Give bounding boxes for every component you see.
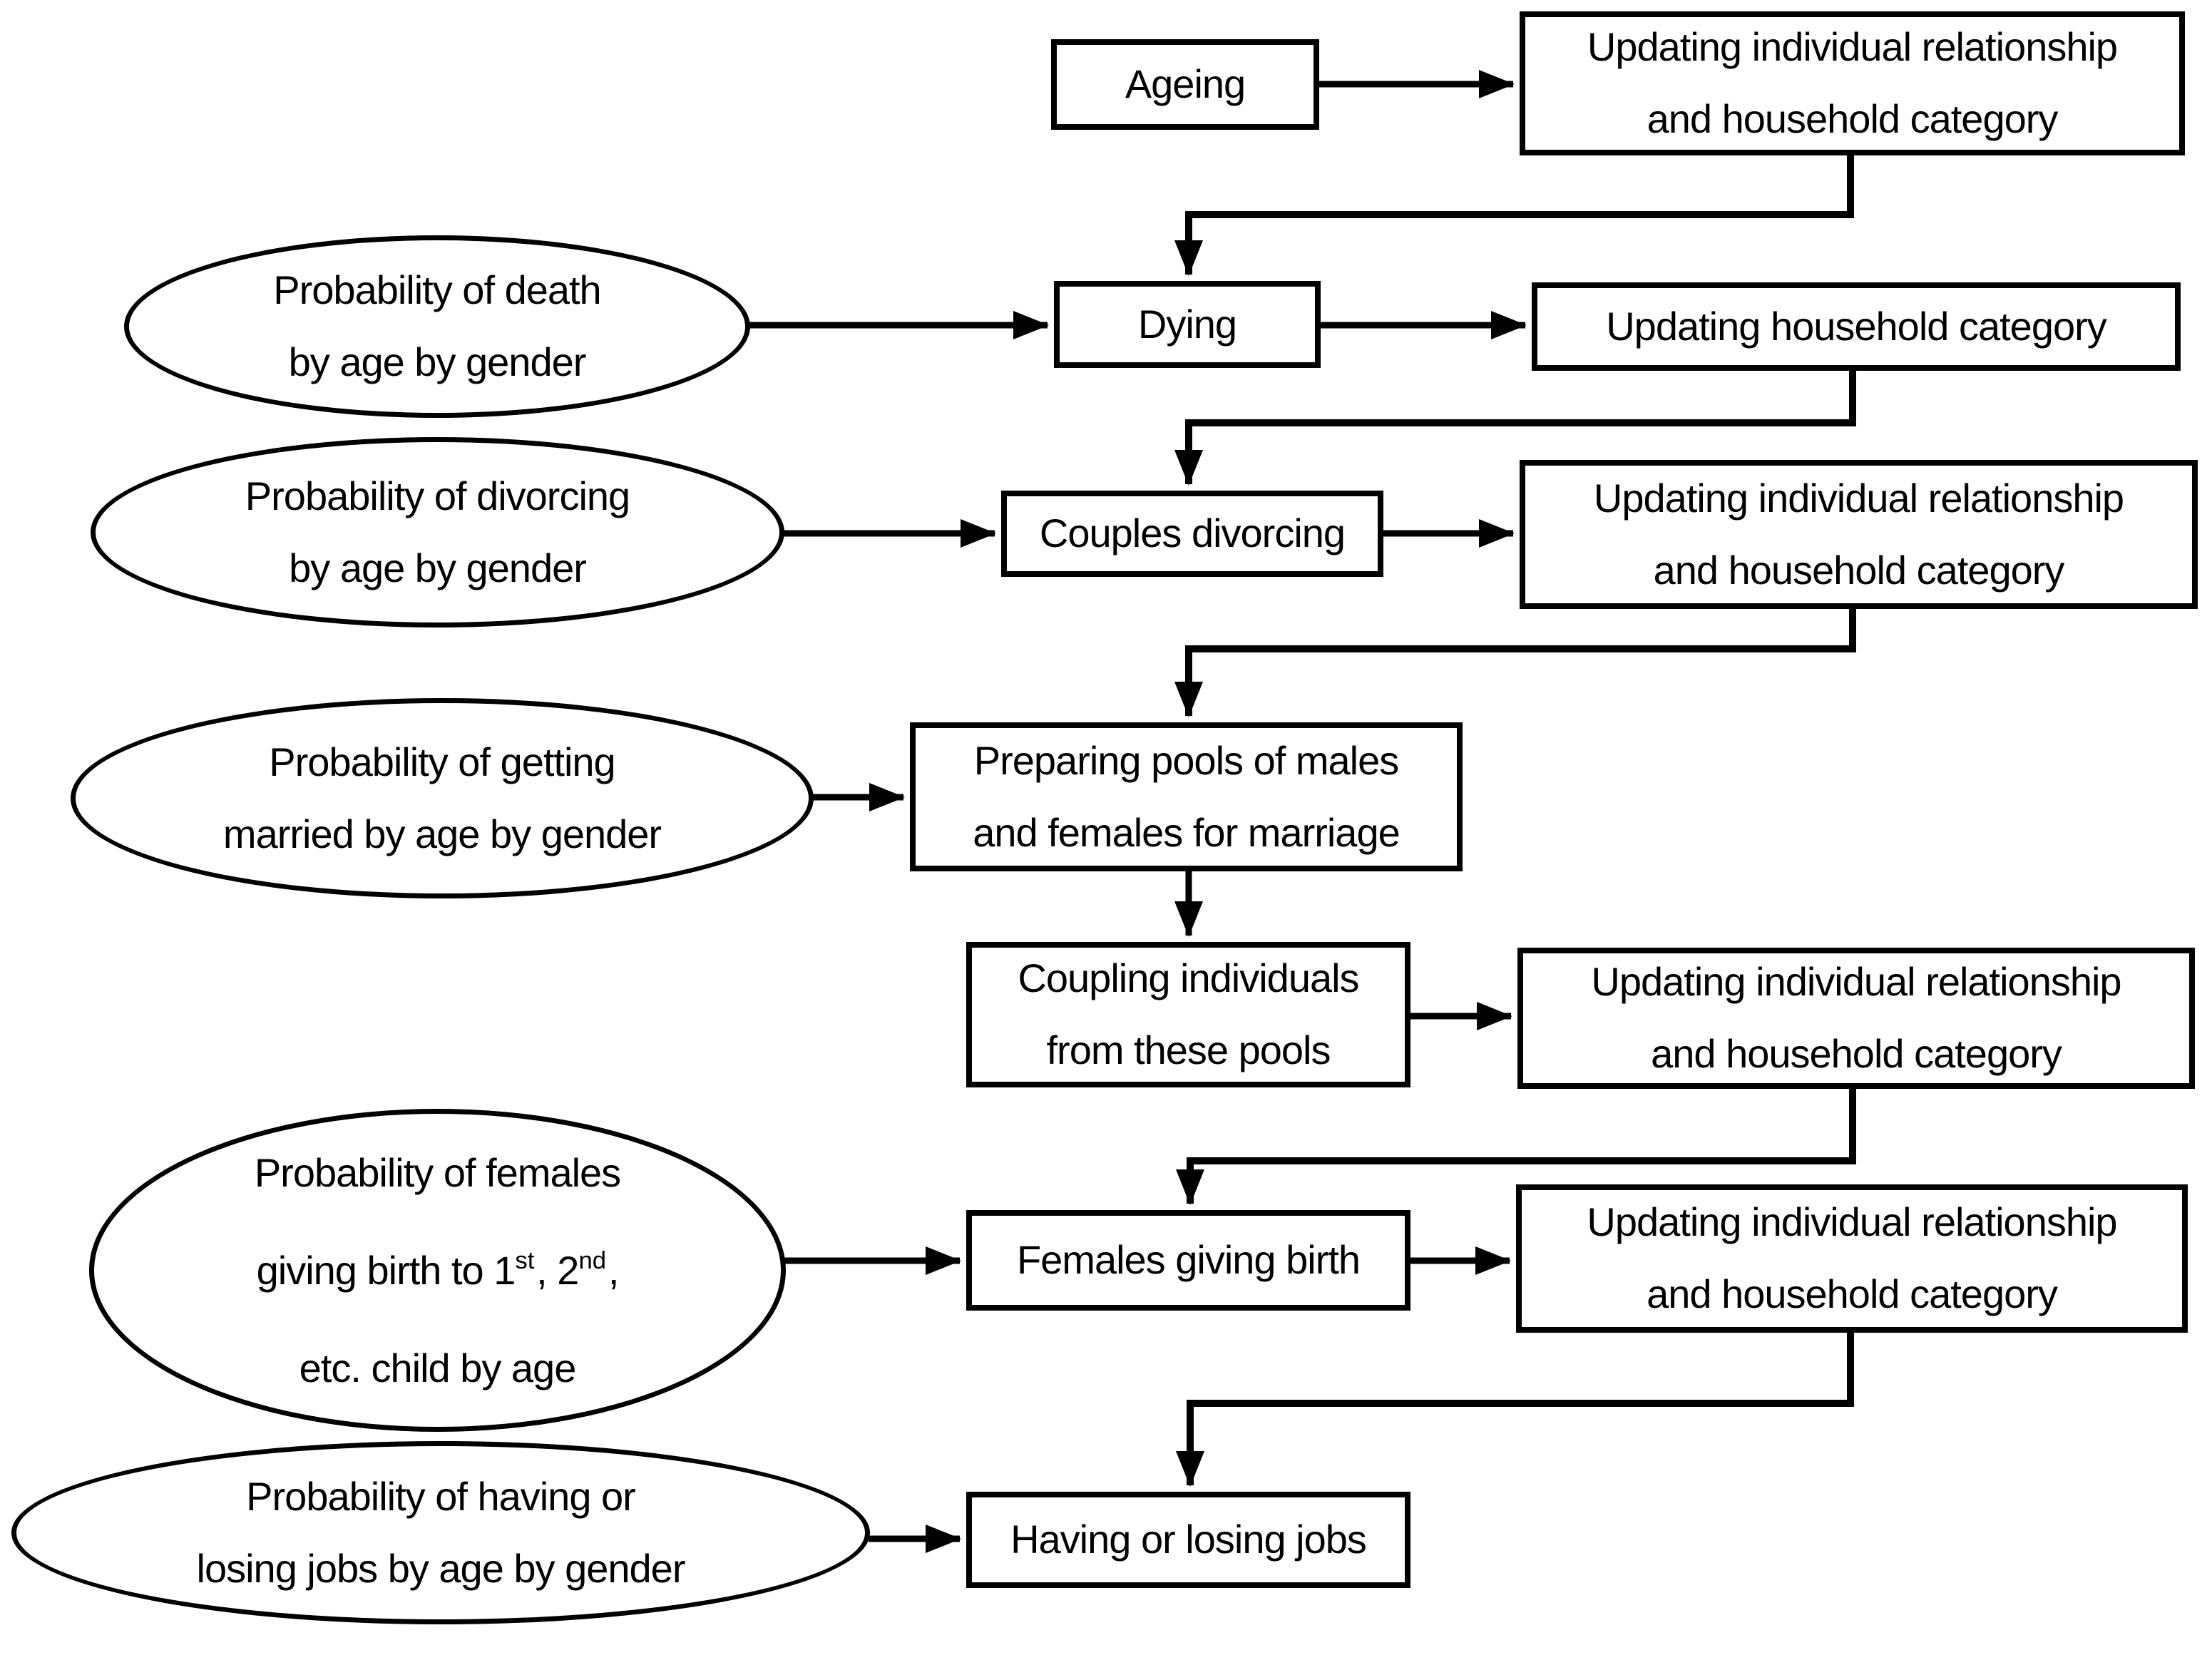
process-dying-label: Dying bbox=[1137, 301, 1237, 347]
prob-marriage-line2: married by age by gender bbox=[222, 811, 662, 856]
prob-marriage-line1: Probability of getting bbox=[269, 739, 615, 784]
process-dying-box: Dying bbox=[1054, 281, 1321, 368]
update-box-line2: and household category bbox=[1653, 547, 2065, 593]
update-individual-relationship-box-2: Updating individual relationship and hou… bbox=[1520, 460, 2198, 609]
input-ellipse-prob-jobs: Probability of having or losing jobs by … bbox=[11, 1441, 870, 1624]
prob-death-line2: by age by gender bbox=[288, 339, 587, 384]
process-couples-divorcing-box: Couples divorcing bbox=[1001, 491, 1383, 577]
elbow-updating-to-dying bbox=[1174, 155, 1854, 276]
process-preparing-pools-box: Preparing pools of males and females for… bbox=[910, 722, 1463, 871]
update-household-label: Updating household category bbox=[1606, 303, 2107, 349]
prob-birth-sup-st: st bbox=[515, 1247, 535, 1275]
preparing-pools-line1: Preparing pools of males bbox=[973, 737, 1399, 783]
prob-death-line1: Probability of death bbox=[273, 267, 601, 313]
update-individual-relationship-box-1: Updating individual relationship and hou… bbox=[1520, 11, 2185, 155]
elbow-updating-to-having-losing-jobs bbox=[1176, 1333, 1854, 1487]
input-ellipse-prob-divorce: Probability of divorcing by age by gende… bbox=[91, 437, 784, 627]
prob-divorce-line2: by age by gender bbox=[289, 545, 587, 590]
couples-divorcing-label: Couples divorcing bbox=[1039, 511, 1346, 556]
input-ellipse-prob-birth: Probability of females giving birth to 1… bbox=[89, 1109, 786, 1432]
coupling-line2: from these pools bbox=[1046, 1028, 1331, 1072]
update-box-line2: and household category bbox=[1647, 96, 2059, 141]
prob-birth-line2-text: , 2 bbox=[536, 1247, 579, 1293]
update-box-line1: Updating individual relationship bbox=[1587, 1199, 2117, 1245]
prob-birth-line2-text: , bbox=[608, 1247, 620, 1293]
prob-birth-line1: Probability of females bbox=[254, 1149, 621, 1195]
input-ellipse-prob-death: Probability of death by age by gender bbox=[124, 235, 750, 418]
prob-jobs-line2: losing jobs by age by gender bbox=[196, 1545, 686, 1591]
elbow-updating-to-preparing-pools bbox=[1174, 609, 1856, 717]
update-box-line2: and household category bbox=[1647, 1271, 2058, 1316]
prob-birth-line2-text: giving birth to 1 bbox=[256, 1247, 516, 1293]
update-box-line1: Updating individual relationship bbox=[1587, 24, 2118, 70]
update-box-line1: Updating individual relationship bbox=[1593, 475, 2124, 521]
update-individual-relationship-box-4: Updating individual relationship and hou… bbox=[1516, 1184, 2188, 1333]
update-household-category-box: Updating household category bbox=[1532, 282, 2181, 371]
prob-divorce-line1: Probability of divorcing bbox=[245, 473, 630, 518]
prob-birth-sup-nd: nd bbox=[578, 1247, 607, 1275]
update-box-line1: Updating individual relationship bbox=[1591, 959, 2121, 1005]
update-box-line2: and household category bbox=[1651, 1031, 2062, 1076]
process-ageing-label: Ageing bbox=[1125, 61, 1246, 107]
input-ellipse-prob-marriage: Probability of getting married by age by… bbox=[71, 698, 814, 898]
update-individual-relationship-box-3: Updating individual relationship and hou… bbox=[1517, 948, 2195, 1089]
prob-birth-line2: giving birth to 1st, 2nd, bbox=[256, 1221, 620, 1319]
having-losing-jobs-label: Having or losing jobs bbox=[1010, 1517, 1367, 1562]
preparing-pools-line2: and females for marriage bbox=[973, 809, 1401, 855]
females-giving-birth-label: Females giving birth bbox=[1016, 1237, 1361, 1283]
process-coupling-individuals-box: Coupling individuals from these pools bbox=[966, 942, 1410, 1087]
process-females-giving-birth-box: Females giving birth bbox=[966, 1210, 1410, 1311]
process-ageing-box: Ageing bbox=[1051, 39, 1319, 130]
process-having-losing-jobs-box: Having or losing jobs bbox=[966, 1492, 1410, 1588]
coupling-line1: Coupling individuals bbox=[1018, 956, 1359, 1001]
prob-jobs-line1: Probability of having or bbox=[246, 1473, 636, 1519]
prob-birth-line3: etc. child by age bbox=[299, 1346, 577, 1391]
